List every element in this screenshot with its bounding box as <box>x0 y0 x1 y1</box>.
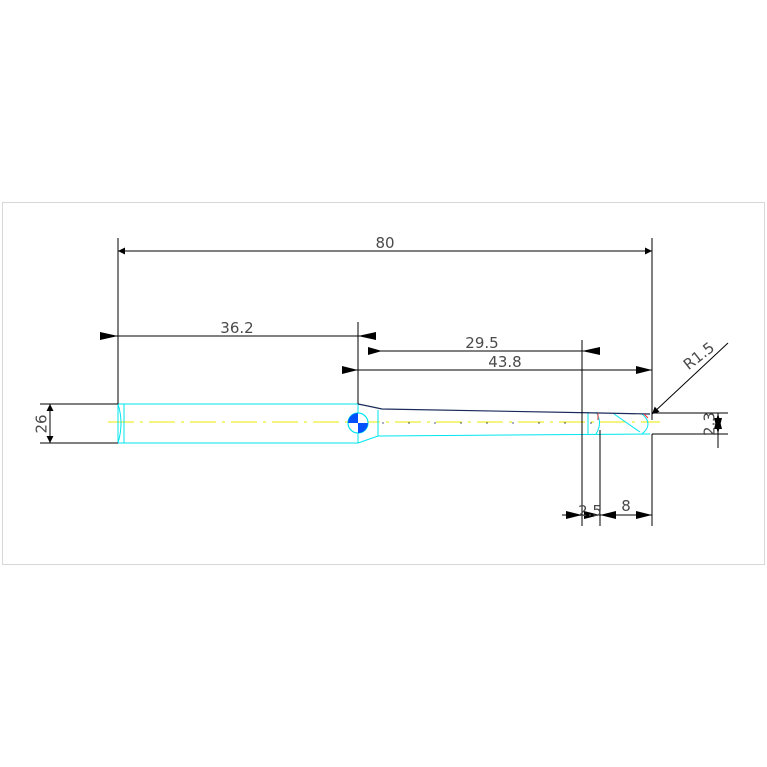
dim-overall-length: 80 <box>375 234 394 252</box>
radius-leader <box>651 342 729 415</box>
dim-tip-radius: R1.5 <box>680 338 718 373</box>
dim-step-b: 8 <box>621 497 631 515</box>
arrowheads <box>100 332 722 519</box>
dimension-lines <box>46 247 729 516</box>
extension-lines <box>40 238 728 526</box>
taper-outline <box>357 403 651 415</box>
dim-front-length: 43.8 <box>488 353 521 371</box>
datum-symbol <box>347 412 369 434</box>
dim-step-a: 2.5 <box>578 502 602 520</box>
drawing-frame <box>2 202 765 565</box>
dim-tip-diameter: 2.3 <box>701 412 719 436</box>
dim-shank-diameter: 26 <box>33 414 51 433</box>
tip-detail <box>597 413 649 420</box>
dim-taper-length: 29.5 <box>465 334 498 352</box>
dim-shank-length: 36.2 <box>220 319 253 337</box>
part-outline <box>117 403 651 444</box>
